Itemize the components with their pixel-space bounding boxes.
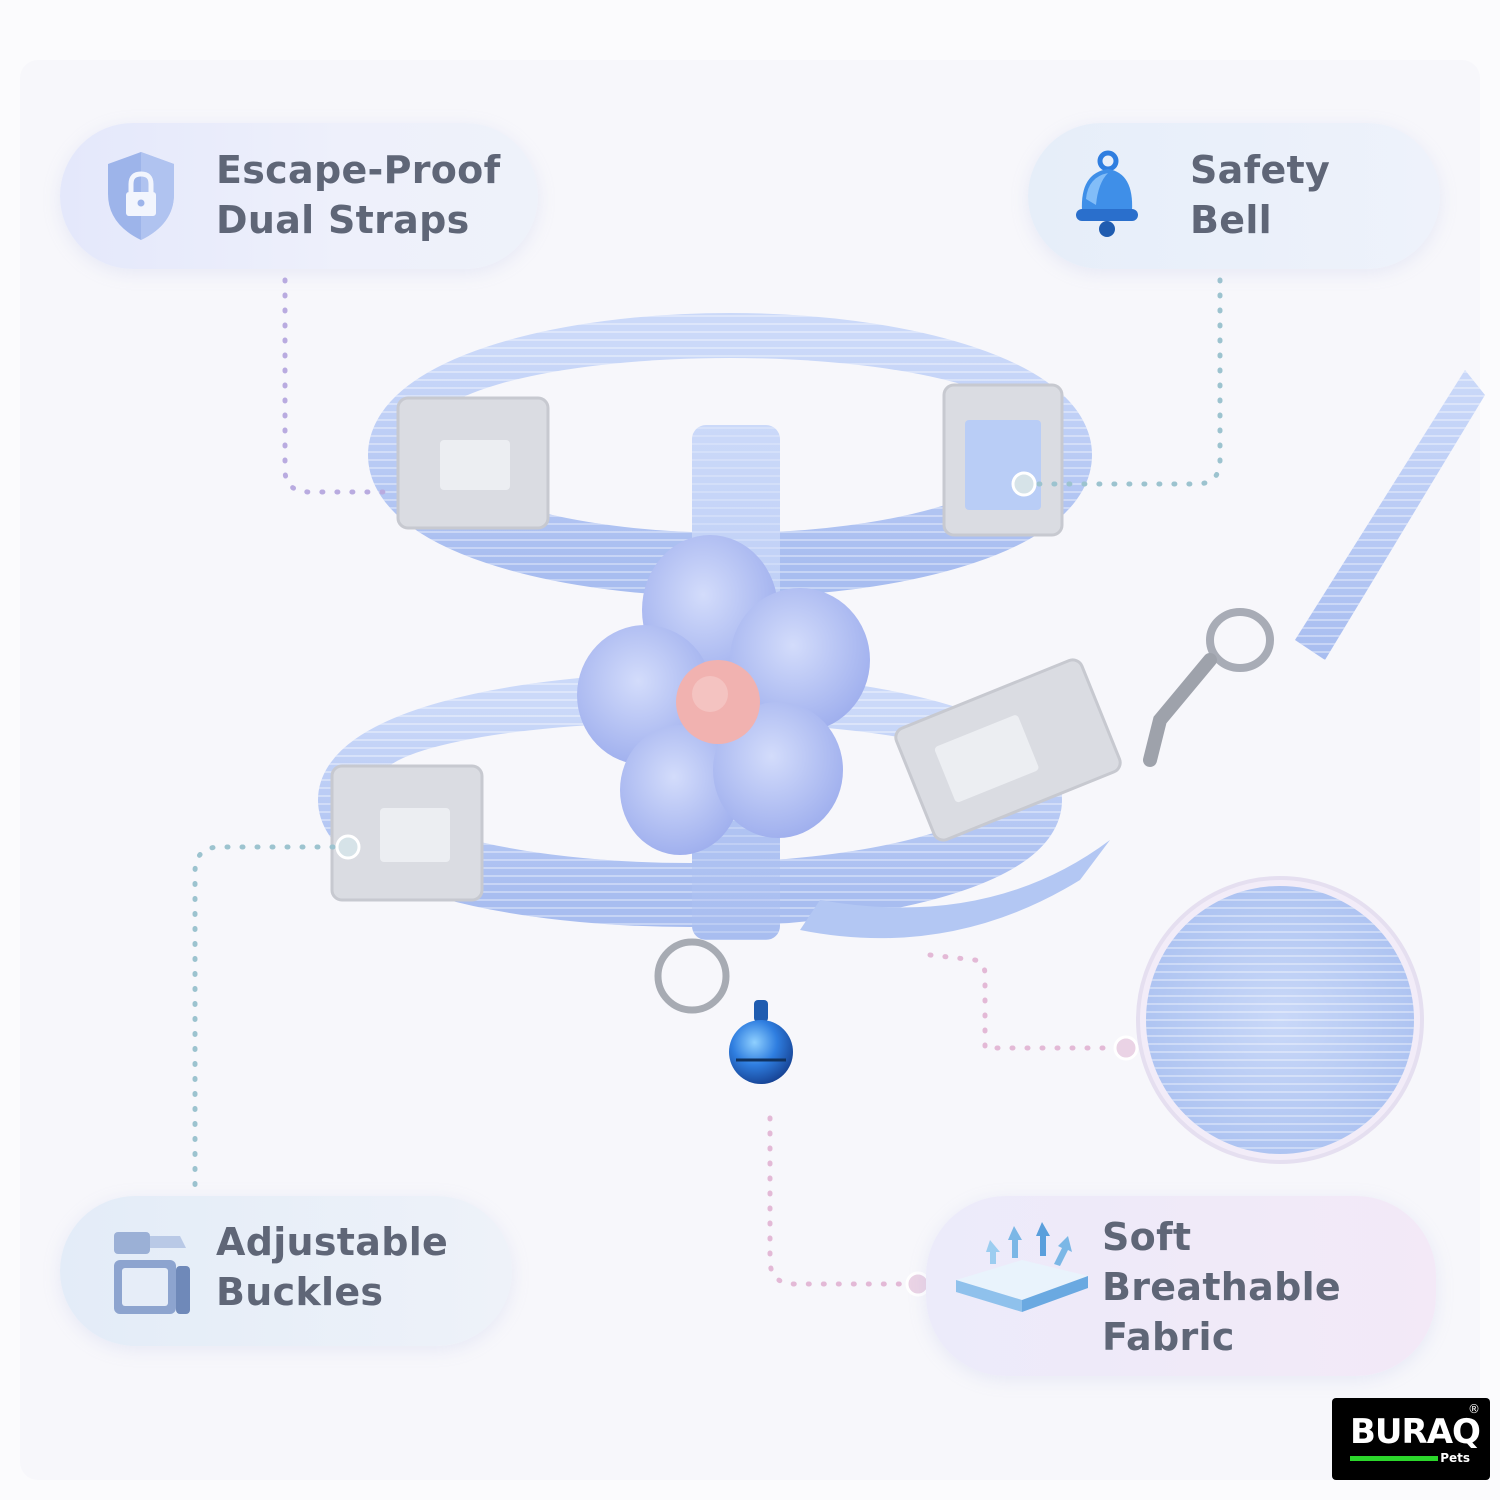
escape-proof-line1: Escape-Proof (216, 148, 501, 192)
fabric-zoom (1136, 876, 1424, 1164)
flower-charm (577, 535, 870, 855)
safety-bell-line1: Safety (1190, 148, 1331, 192)
soft-fabric-line2: Breathable (1102, 1265, 1341, 1309)
callout-escape-proof: Escape-Proof Dual Straps (60, 123, 538, 269)
escape-proof-line2: Dual Straps (216, 198, 470, 242)
logo-subtext: Pets (1440, 1451, 1470, 1465)
adjustable-buckles-line2: Buckles (216, 1270, 384, 1314)
leash (1143, 370, 1485, 767)
logo-registered-mark: ® (1468, 1402, 1480, 1416)
safety-bell-line2: Bell (1190, 198, 1272, 242)
buckle-top-left (396, 396, 550, 530)
logo-wordmark: BURAQ (1350, 1412, 1481, 1452)
connector-bell (1027, 277, 1223, 487)
callout-adjustable-buckles: Adjustable Buckles (60, 1196, 512, 1346)
brand-logo: ® BURAQ Pets (1332, 1398, 1490, 1480)
buckle-bottom-left (330, 764, 484, 902)
callout-soft-fabric: Soft Breathable Fabric (926, 1196, 1436, 1376)
soft-fabric-line3: Fabric (1102, 1315, 1235, 1359)
logo-underline (1350, 1456, 1438, 1461)
bell-icon (1076, 150, 1138, 237)
d-ring (654, 938, 730, 1014)
bell (729, 1020, 793, 1084)
buckle-bottom-right (894, 658, 1122, 842)
connector-buckles (192, 844, 351, 1188)
callout-safety-bell: Safety Bell (1028, 123, 1440, 269)
buckle-top-right (942, 383, 1064, 537)
connector-fabric (767, 1115, 921, 1287)
connector-escape (282, 277, 387, 495)
buckle-icon (114, 1232, 190, 1314)
breathable-fabric-icon (956, 1222, 1088, 1312)
shield-lock-icon (108, 152, 174, 240)
adjustable-buckles-line1: Adjustable (216, 1220, 449, 1264)
soft-fabric-line1: Soft (1102, 1215, 1192, 1259)
connector-fabric-zoom (927, 952, 1129, 1051)
